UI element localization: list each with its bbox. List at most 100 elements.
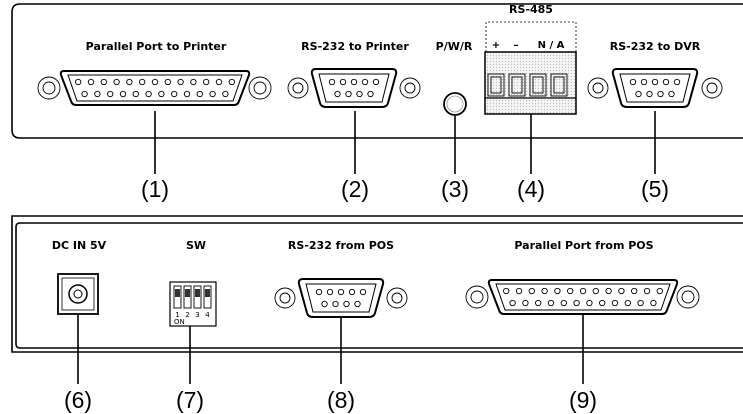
dip-switch: 1 2 3 4 ON bbox=[169, 281, 217, 327]
rs485-plus-label: + bbox=[492, 40, 500, 51]
connector-pin bbox=[119, 90, 127, 98]
connector-pin bbox=[643, 287, 651, 295]
connector-pin bbox=[560, 299, 567, 307]
callout-3: (3) bbox=[441, 176, 469, 202]
connector-pin bbox=[359, 288, 367, 296]
connector-pin bbox=[139, 78, 146, 86]
connector-pin bbox=[171, 90, 178, 98]
connector-pin bbox=[668, 90, 675, 98]
connector-pin bbox=[326, 288, 334, 296]
connector-pin bbox=[515, 287, 523, 295]
db9-connector-from-pos bbox=[274, 278, 408, 318]
connector-pin bbox=[328, 78, 336, 86]
connector-pin bbox=[350, 78, 358, 86]
connector-pin bbox=[651, 78, 659, 86]
db9-connector-to-dvr bbox=[587, 68, 723, 108]
connector-pin bbox=[158, 90, 165, 98]
connector-pin bbox=[522, 299, 529, 307]
rs485-minus-label: – bbox=[514, 40, 519, 51]
connector-pin bbox=[605, 287, 612, 295]
connector-pin bbox=[367, 90, 374, 98]
connector-pin bbox=[107, 90, 114, 98]
connector-pin bbox=[337, 288, 345, 296]
callout-5: (5) bbox=[641, 176, 669, 202]
connector-pin bbox=[196, 90, 203, 98]
sw-label: SW bbox=[186, 239, 206, 252]
connector-pin bbox=[87, 78, 95, 86]
parallel-port-from-pos-label: Parallel Port from POS bbox=[514, 239, 653, 252]
pwr-label: P/W/R bbox=[436, 40, 473, 53]
connector-pin bbox=[631, 287, 638, 295]
db25-connector-to-printer bbox=[37, 70, 272, 106]
connector-pin bbox=[228, 78, 235, 86]
connector-pin bbox=[361, 78, 369, 86]
dip-switch-number-3: 3 bbox=[195, 311, 199, 319]
connector-pin bbox=[573, 299, 580, 307]
connector-pin bbox=[209, 90, 216, 98]
power-led-indicator bbox=[443, 92, 467, 116]
callout-4: (4) bbox=[517, 176, 545, 202]
connector-pin bbox=[656, 287, 663, 295]
rs232-to-dvr-label: RS-232 to DVR bbox=[610, 40, 701, 53]
connector-pin bbox=[151, 78, 159, 86]
connector-pin bbox=[629, 78, 637, 86]
dip-switch-number-1: 1 bbox=[175, 311, 179, 319]
callout-6: (6) bbox=[64, 387, 92, 413]
rs485-na-label: N / A bbox=[538, 40, 565, 51]
connector-pin bbox=[126, 78, 133, 86]
dc-power-jack bbox=[57, 273, 99, 315]
connector-pin bbox=[640, 78, 648, 86]
top-leader-lines bbox=[154, 111, 656, 174]
connector-pin bbox=[372, 78, 380, 86]
db9-connector-to-printer bbox=[287, 68, 421, 108]
connector-pin bbox=[339, 78, 347, 86]
bottom-panel-inner-outline bbox=[15, 222, 743, 349]
connector-pin bbox=[579, 287, 587, 295]
connector-pin bbox=[673, 78, 681, 86]
connector-pin bbox=[650, 299, 657, 307]
parallel-port-to-printer-label: Parallel Port to Printer bbox=[86, 40, 227, 53]
connector-pin bbox=[592, 287, 599, 295]
connector-pin bbox=[624, 299, 631, 307]
connector-pin bbox=[528, 287, 535, 295]
connector-pin bbox=[646, 90, 653, 98]
connector-pin bbox=[503, 287, 510, 295]
connector-pin bbox=[100, 78, 107, 86]
connector-pin bbox=[164, 78, 171, 86]
connector-pin bbox=[354, 300, 361, 308]
callout-1: (1) bbox=[141, 176, 169, 202]
connector-pin bbox=[345, 90, 352, 98]
connector-pin bbox=[145, 90, 152, 98]
connector-pin bbox=[635, 90, 642, 98]
connector-pin bbox=[611, 299, 619, 307]
dip-switch-on-label: ON bbox=[174, 318, 185, 326]
bottom-panel: DC IN 5V SW RS-232 from POS Parallel Por… bbox=[11, 215, 743, 353]
top-panel-outline bbox=[11, 3, 743, 139]
bottom-leader-lines bbox=[77, 314, 584, 384]
callout-8: (8) bbox=[327, 387, 355, 413]
callout-2: (2) bbox=[341, 176, 369, 202]
connector-pin bbox=[190, 78, 197, 86]
rs232-to-printer-label: RS-232 to Printer bbox=[301, 40, 409, 53]
dc-in-label: DC IN 5V bbox=[52, 239, 107, 252]
connector-pin bbox=[183, 90, 191, 98]
connector-pin bbox=[94, 90, 101, 98]
connector-pin bbox=[509, 299, 516, 307]
rs485-terminal-block: + – N / A bbox=[484, 21, 577, 115]
connector-pin bbox=[541, 287, 548, 295]
connector-pin bbox=[334, 90, 341, 98]
dip-switch-number-4: 4 bbox=[205, 311, 210, 319]
connector-pin bbox=[599, 299, 606, 307]
connector-pin bbox=[356, 90, 363, 98]
callout-7: (7) bbox=[176, 387, 204, 413]
connector-pin bbox=[321, 300, 328, 308]
connector-pin bbox=[348, 288, 356, 296]
connector-pin bbox=[586, 299, 593, 307]
connector-pin bbox=[75, 78, 82, 86]
connector-pin bbox=[637, 299, 644, 307]
connector-pin bbox=[535, 299, 542, 307]
connector-pin bbox=[203, 78, 210, 86]
connector-pin bbox=[567, 287, 574, 295]
connector-pin bbox=[132, 90, 139, 98]
